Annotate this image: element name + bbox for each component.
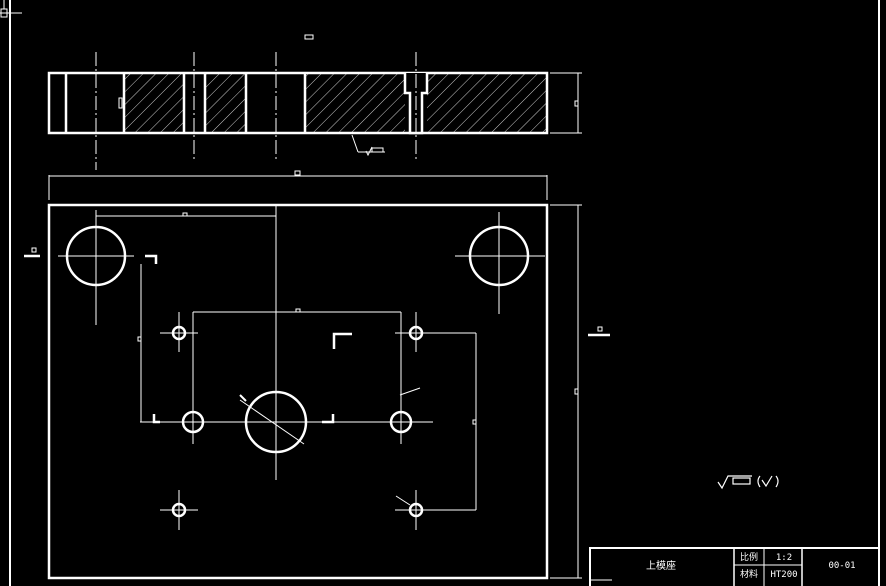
plan-dimensions xyxy=(96,212,477,511)
section-symbol-left xyxy=(24,247,40,258)
material-value: HT200 xyxy=(770,570,797,580)
width-dimension xyxy=(48,170,548,200)
drawing-number: 00-01 xyxy=(828,561,855,571)
section-mark xyxy=(118,97,123,109)
material-label: 材料 xyxy=(740,568,758,580)
section-symbol-right xyxy=(588,326,610,337)
part-name: 上模座 xyxy=(646,559,676,572)
hatch-region xyxy=(427,73,547,133)
hatch-region xyxy=(124,73,184,133)
section-view xyxy=(47,52,582,170)
scale-label: 比例 xyxy=(740,551,758,563)
section-centerlines xyxy=(95,52,417,170)
drawing-frame xyxy=(9,0,880,586)
roughness-symbol-general xyxy=(717,475,779,490)
title-block: 上模座 比例 1:2 材料 HT200 00-01 xyxy=(589,547,880,586)
section-cut-marks xyxy=(145,254,352,424)
thickness-dimension xyxy=(550,72,582,134)
plan-view xyxy=(47,203,549,580)
hatch-region xyxy=(305,73,405,133)
scale-value: 1:2 xyxy=(776,553,792,563)
height-dimension xyxy=(550,204,582,579)
plate-outline xyxy=(47,203,549,580)
view-marker xyxy=(304,34,314,40)
roughness-leader xyxy=(351,134,385,157)
section-outline xyxy=(47,71,549,135)
hatch-region xyxy=(205,73,246,133)
plan-centerlines xyxy=(140,206,437,530)
